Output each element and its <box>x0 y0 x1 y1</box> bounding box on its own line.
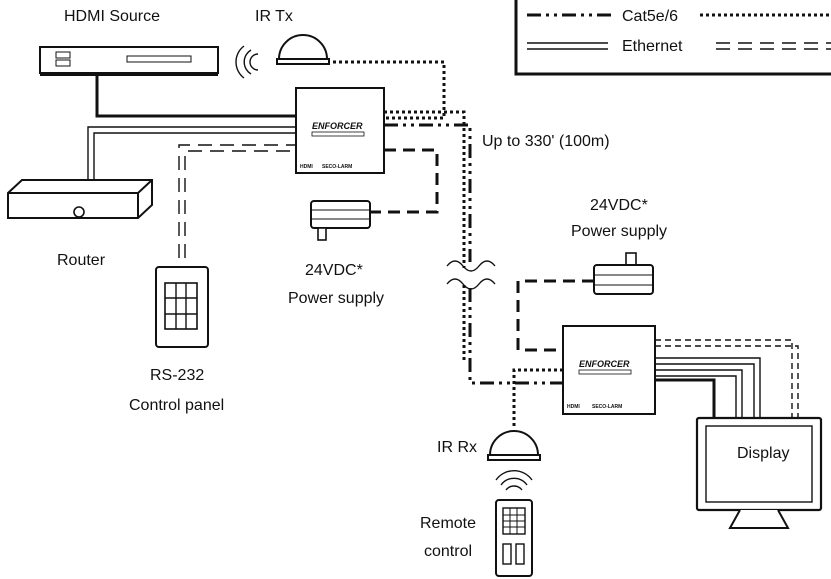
router-device: Router <box>7 179 153 269</box>
transmitter-brand: ENFORCER <box>312 121 363 131</box>
receiver-hdmi-mark: HDMI <box>567 404 580 410</box>
transmitter-unit: ENFORCER HDMI SECO-LARM <box>295 87 385 174</box>
power-supply-rx: 24VDC* Power supply <box>571 197 667 295</box>
remote-label-line1: Remote <box>420 515 476 532</box>
display-device: Display <box>695 416 823 529</box>
ir-signal-waves-icon <box>235 45 259 79</box>
ir-rx-cable <box>512 368 563 428</box>
legend-cat5-label: Cat5e/6 <box>622 8 678 25</box>
power-cable-rx <box>516 279 594 352</box>
receiver-seco-mark: SECO-LARM <box>592 404 622 410</box>
display-label: Display <box>737 445 789 462</box>
receiver-unit: ENFORCER HDMI SECO-LARM <box>562 325 656 415</box>
hdmi-source-label: HDMI Source <box>64 8 160 25</box>
ir-rx-waves-icon <box>495 470 533 491</box>
rs232-label-line2: Control panel <box>129 397 224 414</box>
power-supply-tx: 24VDC* Power supply <box>288 200 384 307</box>
ir-tx-label: IR Tx <box>255 8 293 25</box>
remote-label-line2: control <box>424 543 472 560</box>
psu-tx-label-line2: Power supply <box>288 290 384 307</box>
ir-long-run-cable <box>384 110 466 268</box>
ir-rx-device: IR Rx <box>437 430 541 491</box>
receiver-brand: ENFORCER <box>579 359 630 369</box>
ethernet-cable-router <box>87 126 296 186</box>
transmitter-hdmi-mark: HDMI <box>300 164 313 170</box>
cables <box>87 60 799 428</box>
psu-rx-label-line2: Power supply <box>571 223 667 240</box>
rs232-cable <box>178 144 296 258</box>
hdmi-source-device: HDMI Source <box>39 8 219 76</box>
router-label: Router <box>57 252 106 269</box>
power-cable-tx <box>370 148 439 214</box>
cable-break-symbol <box>446 260 496 290</box>
rs232-label-line1: RS-232 <box>150 367 204 384</box>
rs232-keypad-device: RS-232 Control panel <box>129 266 224 414</box>
distance-label: Up to 330' (100m) <box>482 133 610 150</box>
ir-tx-device: IR Tx <box>235 8 330 79</box>
legend-ethernet-sample <box>527 42 608 50</box>
ir-rx-label: IR Rx <box>437 439 477 456</box>
ir-tx-cable <box>327 60 446 120</box>
hdmi-cable-display <box>655 378 716 418</box>
cat5-cable <box>384 123 472 262</box>
legend-ethernet-label: Ethernet <box>622 38 683 55</box>
remote-control-device: Remote control <box>420 499 533 577</box>
hdmi-cable-source <box>95 76 296 118</box>
psu-rx-label-line1: 24VDC* <box>590 197 648 214</box>
legend: Cat5e/6 Ethernet <box>514 0 831 76</box>
psu-tx-label-line1: 24VDC* <box>305 262 363 279</box>
transmitter-seco-mark: SECO-LARM <box>322 164 352 170</box>
legend-rs232-sample <box>716 42 831 50</box>
